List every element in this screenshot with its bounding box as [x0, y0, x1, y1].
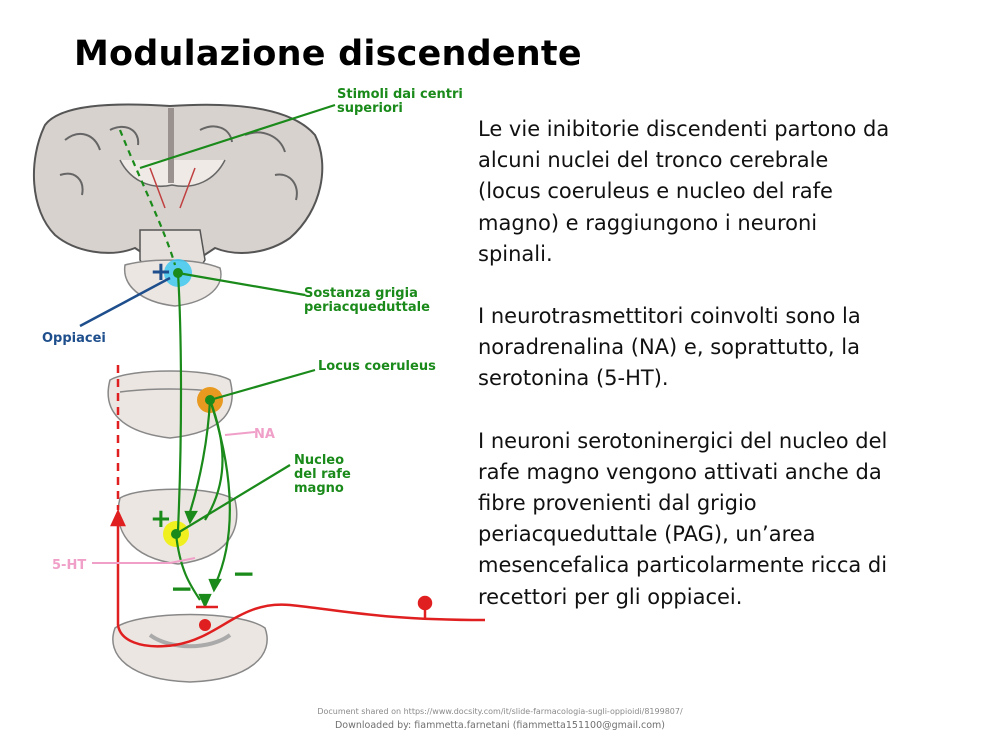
descending-pathways — [118, 103, 336, 609]
label-nucleo-rafe: Nucleo del rafe magno — [294, 453, 355, 496]
paragraph-serotonergic-neurons: I neuroni serotoninergici del nucleo del… — [478, 428, 888, 609]
slide-body-text: Le vie inibitorie discendenti partono da… — [478, 114, 978, 644]
spinal-cord-section — [112, 613, 268, 683]
midbrain-section — [124, 259, 222, 307]
label-stimoli: Stimoli dai centri superiori — [337, 87, 467, 116]
plus-sign-raphe: + — [150, 504, 172, 534]
brain-section — [32, 103, 324, 276]
opioid-pathway — [79, 276, 171, 328]
label-5ht: 5-HT — [52, 558, 86, 573]
minus-sign-left: − — [170, 572, 193, 605]
minus-sign-right: − — [232, 557, 255, 590]
paragraph-neurotransmitters: I neurotrasmettitori coinvolti sono la n… — [478, 304, 861, 391]
label-locus-coeruleus: Locus coeruleus — [318, 359, 436, 374]
descending-modulation-diagram: Stimoli dai centri superiori Sostanza gr… — [32, 87, 485, 683]
na-line — [224, 431, 256, 436]
paragraph-descending-pathways: Le vie inibitorie discendenti partono da… — [478, 117, 890, 266]
pain-pathway — [110, 365, 485, 648]
label-oppiacei: Oppiacei — [42, 331, 106, 346]
label-na: NA — [254, 427, 275, 442]
ht-line — [92, 557, 196, 564]
slide-title: Modulazione discendente — [74, 34, 582, 74]
footer-downloaded-by: Downloaded by: fiammetta.farnetani (fiam… — [334, 720, 666, 731]
pons-section — [107, 370, 233, 439]
footer-shared-source: Document shared on https://www.docsity.c… — [317, 707, 683, 716]
plus-sign-pag: + — [150, 257, 172, 287]
label-sostanza-grigia: Sostanza grigia periacqueduttale — [304, 286, 430, 315]
